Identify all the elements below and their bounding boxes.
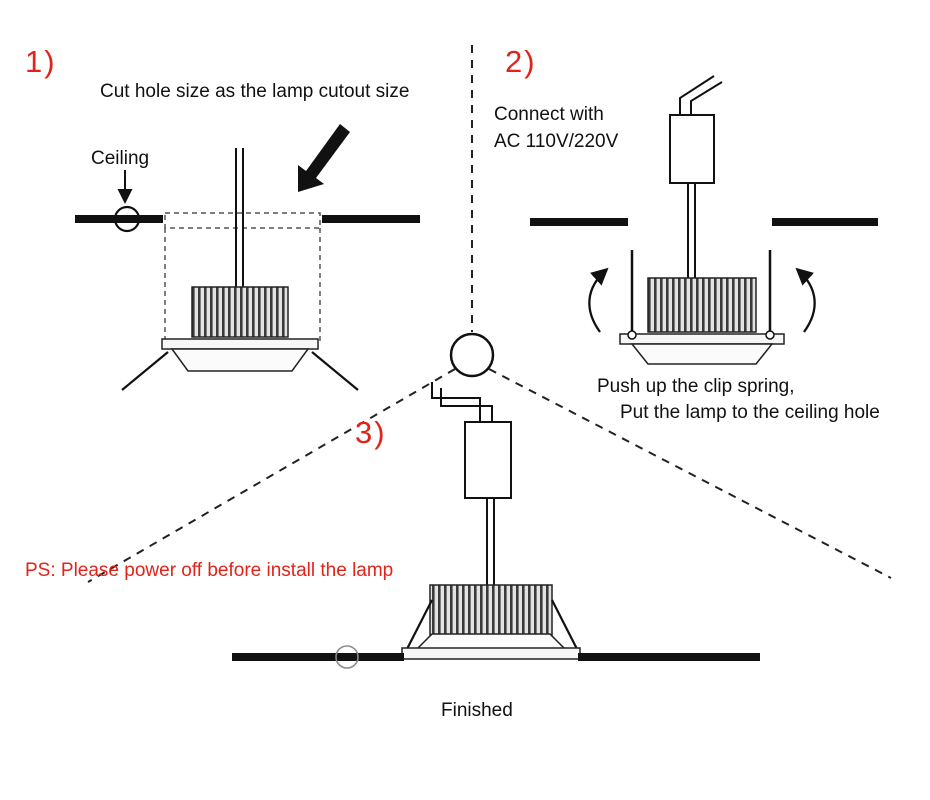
down-arrow-icon <box>298 124 350 192</box>
step1-ceiling-left <box>75 215 163 223</box>
step2-ceiling-left <box>530 218 628 226</box>
power-off-warning: PS: Please power off before install the … <box>25 560 393 581</box>
divider-line-left <box>87 368 456 583</box>
step2-mains-wire1 <box>679 75 715 115</box>
step2-ceiling-right <box>772 218 878 226</box>
step1-lamp <box>121 148 359 391</box>
step3-spring-left <box>405 599 433 652</box>
step3-panel: 3) Finished <box>232 382 760 721</box>
step2-trim-body <box>630 343 774 365</box>
step2-power-line1: Connect with <box>494 104 604 125</box>
step3-number: 3) <box>355 415 387 450</box>
step2-clip-pivot-right <box>765 330 775 340</box>
step3-ceiling-left <box>232 653 404 661</box>
ceiling-label: Ceiling <box>91 148 149 169</box>
step1-trim-body <box>170 348 310 372</box>
step3-mains-wire2 <box>440 388 493 422</box>
step1-spring-right <box>311 351 359 391</box>
step1-number: 1) <box>25 44 57 79</box>
step2-driver-box <box>669 114 715 184</box>
push-up-arrow-left-icon <box>588 267 609 333</box>
step2-panel: 2) Connect with AC 110V/220V Push up the… <box>494 44 880 423</box>
step3-mains-wire1 <box>431 382 481 422</box>
step2-instruction-line1: Push up the clip spring, <box>597 376 795 397</box>
step2-instruction-line2: Put the lamp to the ceiling hole <box>620 402 880 423</box>
step1-heatsink <box>191 286 289 338</box>
step1-caption: Cut hole size as the lamp cutout size <box>100 81 409 102</box>
divider-line-right <box>488 368 892 579</box>
step2-trim-flange <box>619 333 785 345</box>
step2-mains-wire2 <box>690 81 723 115</box>
step2-power-line2: AC 110V/220V <box>494 131 619 152</box>
step1-spring-left <box>121 351 169 391</box>
step1-panel: 1) Cut hole size as the lamp cutout size… <box>25 44 420 391</box>
step2-lamp <box>619 277 785 365</box>
step3-trim-flange <box>401 647 581 660</box>
divider <box>87 45 892 583</box>
step3-driver-box <box>464 421 512 499</box>
push-up-arrow-right-icon <box>795 267 816 333</box>
finished-label: Finished <box>441 700 513 721</box>
step3-heatsink <box>429 584 553 636</box>
step3-hole-marker-circle <box>335 645 359 669</box>
step3-lamp <box>401 584 581 660</box>
step3-spring-right <box>551 599 579 652</box>
step2-clip-pivot-left <box>627 330 637 340</box>
step1-trim-flange <box>161 338 319 350</box>
step2-heatsink <box>647 277 757 333</box>
divider-circle <box>449 332 495 378</box>
step1-ceiling-right <box>322 215 420 223</box>
step2-number: 2) <box>505 44 537 79</box>
step3-ceiling-right <box>578 653 760 661</box>
